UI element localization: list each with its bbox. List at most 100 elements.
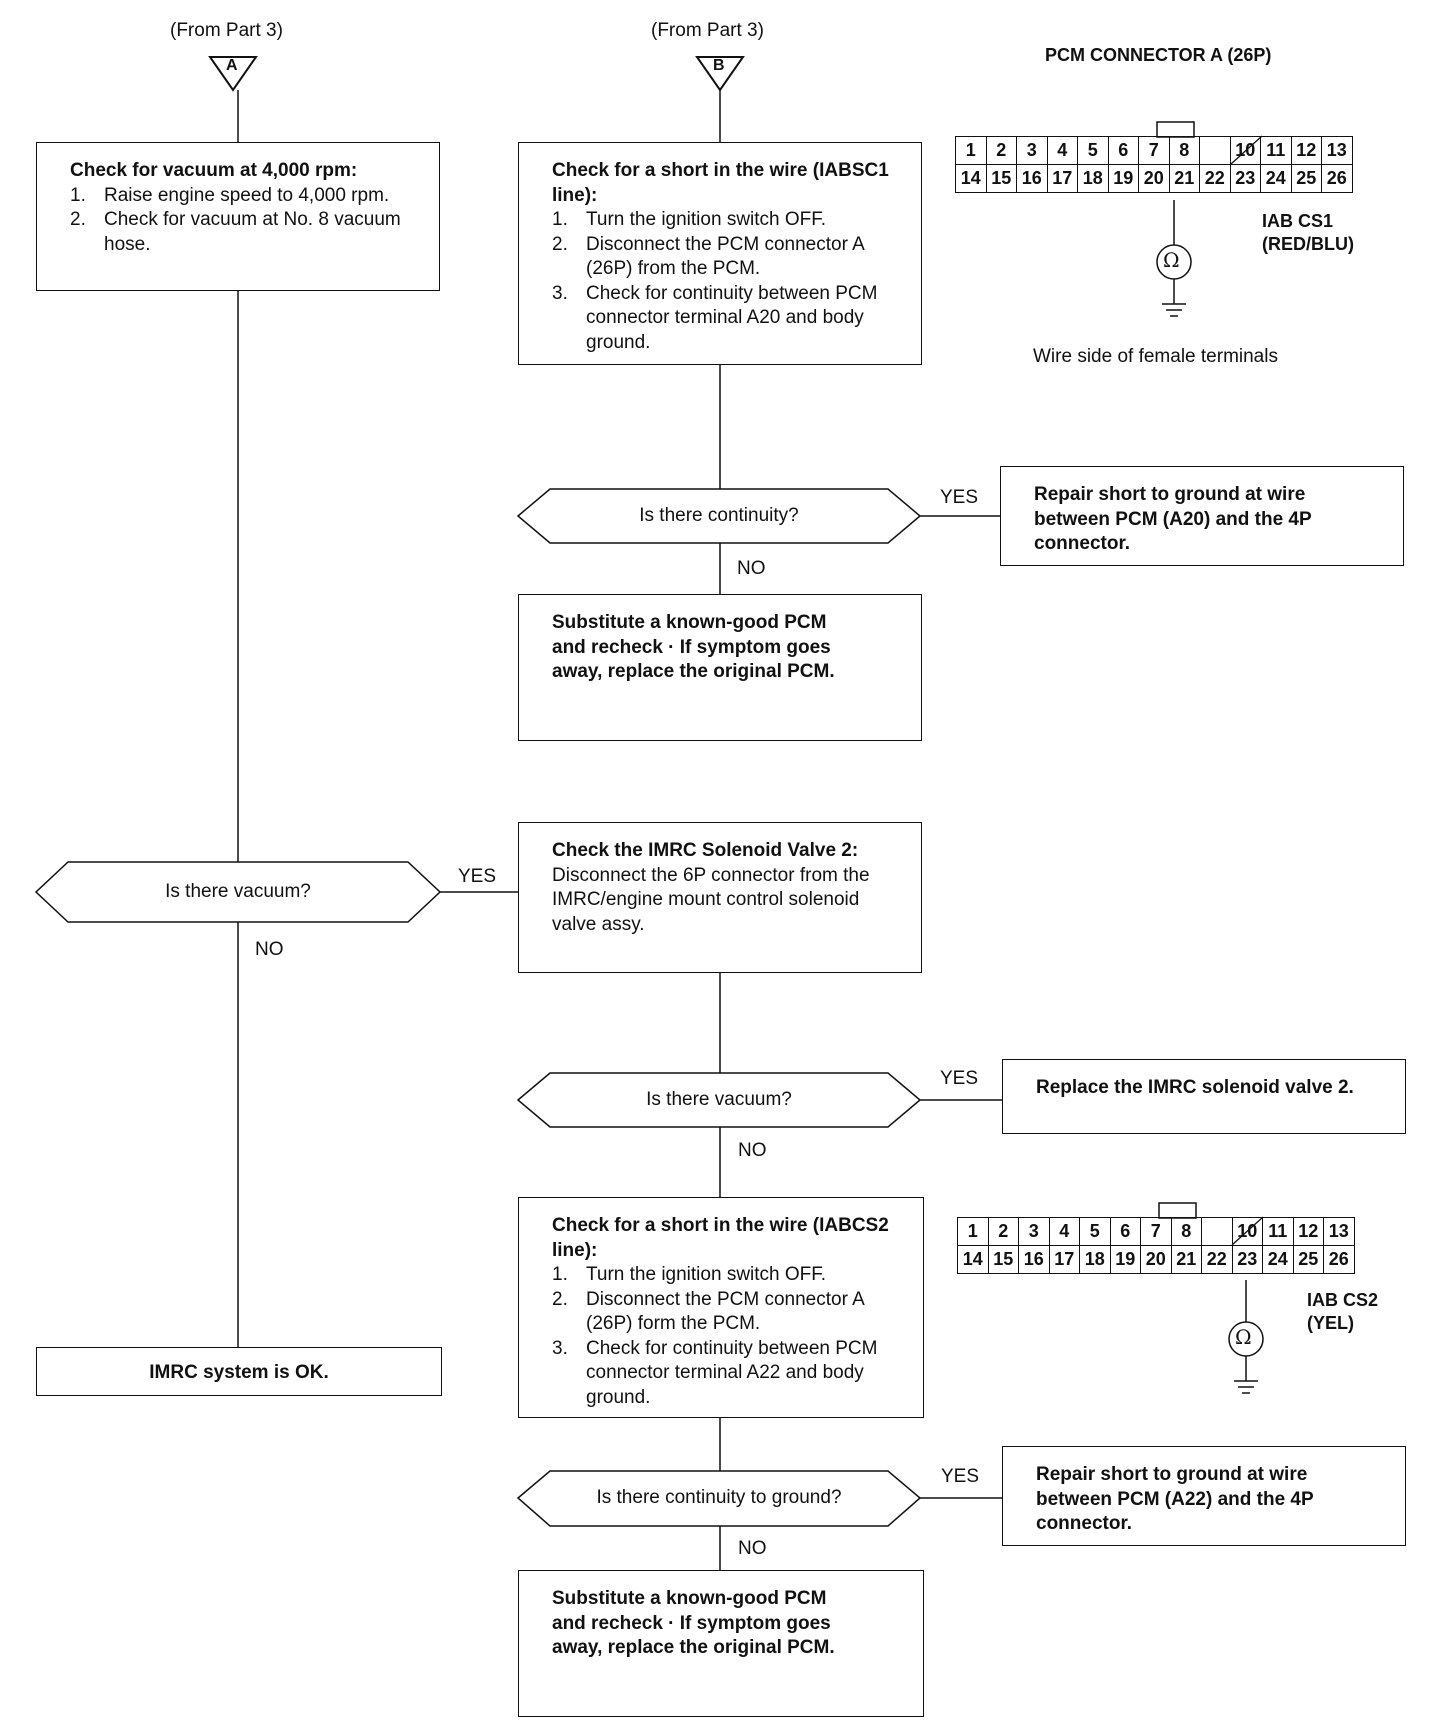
- terminal: 6: [1109, 1217, 1141, 1246]
- terminal: 13: [1323, 1217, 1355, 1246]
- vacuum-check-box: Check for vacuum at 4,000 rpm: 1.Raise e…: [36, 142, 440, 291]
- decision-vacuum-left: Is there vacuum?: [165, 881, 311, 902]
- terminal: 16: [1018, 1245, 1050, 1274]
- terminal: 10: [1229, 136, 1261, 165]
- connector-title: PCM CONNECTOR A (26P): [1045, 45, 1272, 65]
- terminal: 22: [1201, 1245, 1233, 1274]
- wire-cs1-name: IAB CS1: [1262, 211, 1334, 231]
- terminal: 21: [1170, 1245, 1202, 1274]
- vacuum-check-step: 1.Raise engine speed to 4,000 rpm.: [70, 184, 390, 206]
- terminal: 19: [1107, 164, 1139, 193]
- short-iabcs2-step: 2.Disconnect the PCM connector A (26P) f…: [552, 1288, 864, 1335]
- wire-side-note: Wire side of female terminals: [1033, 346, 1278, 367]
- replace-valve-box: Replace the IMRC solenoid valve 2.: [1002, 1059, 1406, 1134]
- terminal: 25: [1290, 164, 1322, 193]
- imrc-solenoid-title: Check the IMRC Solenoid Valve 2:: [552, 840, 859, 861]
- terminal: 7: [1138, 136, 1170, 165]
- vacuum-check-title: Check for vacuum at 4,000 rpm:: [70, 160, 358, 181]
- terminal: 25: [1292, 1245, 1324, 1274]
- terminal: 3: [1018, 1217, 1050, 1246]
- short-iabsc1-title: Check for a short in the wire (IABSC1 li…: [552, 160, 889, 206]
- no-label: NO: [255, 939, 284, 960]
- terminal: 6: [1107, 136, 1139, 165]
- pcm-connector-2: 1 2 3 4 5 6 7 8 10 11 12 13 14 15 16 17 …: [957, 1217, 1355, 1274]
- substitute-pcm-box-2: Substitute a known-good PCM and recheck …: [518, 1570, 924, 1717]
- terminal: 23: [1229, 164, 1261, 193]
- terminal: 15: [987, 1245, 1019, 1274]
- marker-b-triangle: [695, 56, 745, 92]
- terminal: 12: [1292, 1217, 1324, 1246]
- terminal: 14: [955, 164, 987, 193]
- marker-b-label: B: [713, 57, 725, 74]
- short-iabsc1-step: 1.Turn the ignition switch OFF.: [552, 209, 827, 230]
- terminal: 8: [1170, 1217, 1202, 1246]
- wire-cs2-color: (YEL): [1307, 1313, 1354, 1333]
- wire-cs2-label: IAB CS2 (YEL): [1307, 1289, 1378, 1335]
- yes-label: YES: [941, 1466, 980, 1487]
- wire-cs1-color: (RED/BLU): [1262, 234, 1354, 254]
- no-label: NO: [737, 558, 766, 579]
- terminal: 16: [1016, 164, 1048, 193]
- terminal: 5: [1077, 136, 1109, 165]
- imrc-solenoid-box: Check the IMRC Solenoid Valve 2: Disconn…: [518, 822, 922, 973]
- pcm-connector-1: 1 2 3 4 5 6 7 8 10 11 12 13 14 15 16 17 …: [955, 136, 1353, 193]
- marker-a-label: A: [226, 57, 238, 74]
- terminal-empty: [1199, 136, 1231, 165]
- short-iabcs2-title: Check for a short in the wire (IABCS2 li…: [552, 1215, 889, 1261]
- short-iabcs2-box: Check for a short in the wire (IABCS2 li…: [518, 1197, 924, 1418]
- terminal: 4: [1046, 136, 1078, 165]
- terminal: 11: [1262, 1217, 1294, 1246]
- short-iabsc1-step: 3.Check for continuity between PCM conne…: [552, 282, 878, 353]
- terminal: 8: [1168, 136, 1200, 165]
- terminal: 18: [1077, 164, 1109, 193]
- terminal: 22: [1199, 164, 1231, 193]
- terminal: 14: [957, 1245, 989, 1274]
- terminal: 26: [1321, 164, 1353, 193]
- terminal: 17: [1046, 164, 1078, 193]
- terminal: 21: [1168, 164, 1200, 193]
- terminal: 3: [1016, 136, 1048, 165]
- short-iabcs2-step: 3.Check for continuity between PCM conne…: [552, 1337, 878, 1408]
- terminal: 11: [1260, 136, 1292, 165]
- short-iabsc1-box: Check for a short in the wire (IABSC1 li…: [518, 142, 922, 365]
- terminal: 18: [1079, 1245, 1111, 1274]
- wire-cs1-label: IAB CS1 (RED/BLU): [1262, 210, 1354, 256]
- terminal: 12: [1290, 136, 1322, 165]
- terminal: 24: [1262, 1245, 1294, 1274]
- decision-vacuum-mid: Is there vacuum?: [646, 1089, 792, 1110]
- terminal: 23: [1231, 1245, 1263, 1274]
- terminal: 5: [1079, 1217, 1111, 1246]
- terminal: 2: [987, 1217, 1019, 1246]
- terminal: 1: [957, 1217, 989, 1246]
- terminal: 2: [985, 136, 1017, 165]
- from-part-a-label: (From Part 3): [170, 20, 283, 41]
- yes-label: YES: [458, 866, 497, 887]
- terminal: 7: [1140, 1217, 1172, 1246]
- terminal: 26: [1323, 1245, 1355, 1274]
- yes-label: YES: [940, 487, 979, 508]
- no-label: NO: [738, 1140, 767, 1161]
- from-part-b-label: (From Part 3): [651, 20, 764, 41]
- terminal: 1: [955, 136, 987, 165]
- terminal: 20: [1138, 164, 1170, 193]
- repair-a20-box: Repair short to ground at wire between P…: [1000, 466, 1404, 566]
- yes-label: YES: [940, 1068, 979, 1089]
- terminal: 15: [985, 164, 1017, 193]
- ohm-symbol-1: Ω: [1163, 248, 1180, 272]
- terminal: 20: [1140, 1245, 1172, 1274]
- short-iabsc1-step: 2.Disconnect the PCM connector A (26P) f…: [552, 233, 864, 280]
- terminal: 10: [1231, 1217, 1263, 1246]
- terminal: 19: [1109, 1245, 1141, 1274]
- terminal: 24: [1260, 164, 1292, 193]
- decision-continuity: Is there continuity?: [639, 505, 799, 526]
- decision-continuity-ground: Is there continuity to ground?: [596, 1487, 842, 1508]
- terminal-empty: [1201, 1217, 1233, 1246]
- short-iabcs2-step: 1.Turn the ignition switch OFF.: [552, 1264, 827, 1285]
- terminal: 17: [1048, 1245, 1080, 1274]
- terminal: 13: [1321, 136, 1353, 165]
- no-label: NO: [738, 1538, 767, 1559]
- repair-a22-box: Repair short to ground at wire between P…: [1002, 1446, 1406, 1546]
- vacuum-check-step: 2.Check for vacuum at No. 8 vacuum hose.: [70, 209, 401, 255]
